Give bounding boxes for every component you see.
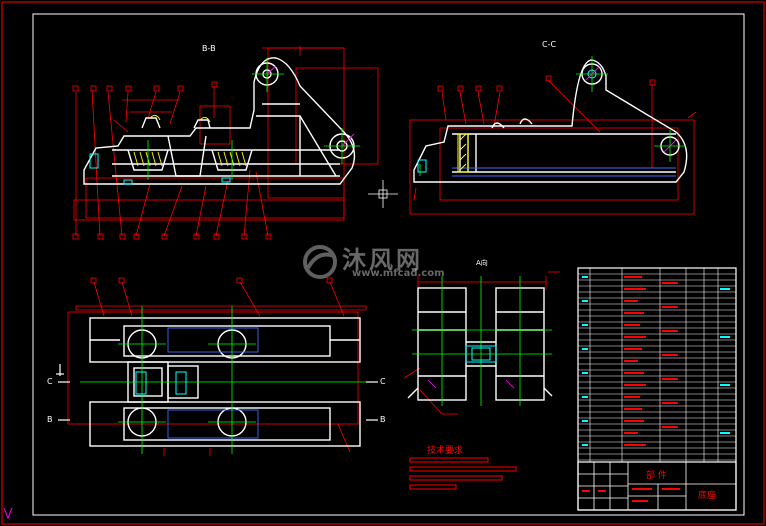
tech-requirements-title: 技术要求 [427, 446, 464, 456]
corner-mark [3, 507, 13, 520]
section-cc-label: C-C [542, 40, 557, 49]
section-bb-label: B-B [202, 44, 216, 53]
title-block [577, 461, 737, 511]
watermark-brand-cn: 沐风网 [342, 246, 423, 274]
section-cc-view [409, 56, 697, 215]
watermark-logo [303, 245, 337, 279]
watermark-brand-url: www.mfcad.com [352, 268, 445, 279]
cut-marker-c-left: C [47, 377, 53, 386]
parts-list-table [577, 267, 737, 511]
cursor-crosshair [368, 180, 398, 208]
section-bb-view [72, 46, 379, 240]
title-block-name-header: 部 件 [646, 471, 667, 481]
cut-marker-b-right: B [380, 415, 386, 424]
inner-frame [32, 13, 745, 516]
cut-marker-b-left: B [47, 415, 53, 424]
view-a-label: A向 [476, 259, 488, 267]
view-a [403, 271, 560, 415]
cut-marker-c-right: C [380, 377, 386, 386]
tech-requirements-lines [409, 457, 517, 490]
plan-view [56, 277, 378, 456]
title-block-part-name: 底座 [698, 491, 717, 501]
